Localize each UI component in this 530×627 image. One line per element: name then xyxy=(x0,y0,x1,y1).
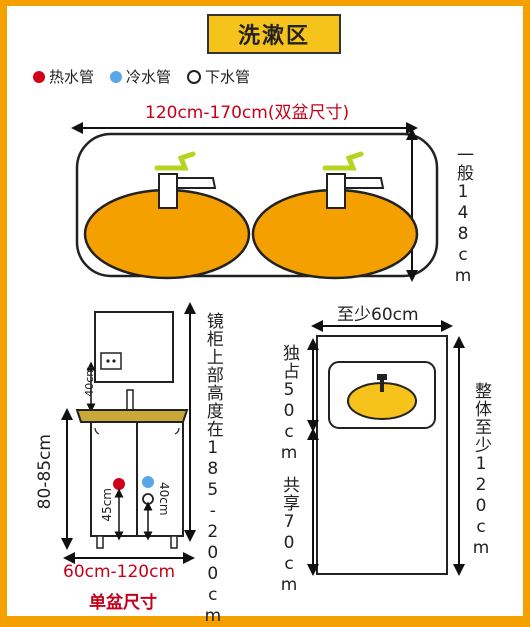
counter-height-label: 80-85cm xyxy=(35,434,55,510)
socket-icon xyxy=(100,352,122,370)
left-faucet-body xyxy=(158,173,178,209)
hot-pipe-height-label: 45cm xyxy=(100,488,114,522)
diagram-canvas: 洗漱区 热水管 冷水管 下水管 xyxy=(7,6,523,627)
drain-pipe-icon xyxy=(142,493,154,505)
socket-height-label: 40cm xyxy=(83,366,96,397)
cold-pipe-height-label: 40cm xyxy=(157,482,171,516)
legend-hot-label: 热水管 xyxy=(49,68,95,86)
single-width-label: 60cm-120cm xyxy=(63,562,176,582)
total-depth-label: 整体至少120cm xyxy=(471,382,491,559)
cold-pipe-icon xyxy=(142,476,154,488)
right-faucet-body xyxy=(326,173,346,209)
left-faucet-spout xyxy=(176,177,217,189)
plan-width-label: 至少60cm xyxy=(337,305,419,325)
pipe-legend: 热水管 冷水管 下水管 xyxy=(33,66,250,87)
hot-pipe-dot-icon xyxy=(33,70,45,83)
double-depth-label: 一般148cm xyxy=(453,146,473,287)
layout-drawings xyxy=(61,122,465,576)
hot-pipe-icon xyxy=(113,478,125,490)
right-faucet-handle xyxy=(322,151,364,171)
double-width-label: 120cm-170cm(双盆尺寸) xyxy=(145,103,350,123)
left-faucet-handle xyxy=(154,151,196,171)
section-title: 洗漱区 xyxy=(207,14,341,54)
right-faucet-spout xyxy=(344,177,385,189)
exclusive-depth-label: 独占50cm xyxy=(279,344,299,464)
single-basin-drawing xyxy=(61,302,196,564)
single-basin-caption: 单盆尺寸 xyxy=(89,593,157,613)
legend-hot-pipe: 热水管 xyxy=(33,66,94,87)
legend-cold-pipe: 冷水管 xyxy=(110,66,171,87)
legend-cold-label: 冷水管 xyxy=(126,68,172,86)
cold-pipe-dot-icon xyxy=(110,70,123,83)
drain-pipe-dot-icon xyxy=(187,69,202,84)
floor-plan-drawing xyxy=(307,320,465,576)
plan-faucet-icon xyxy=(377,374,387,392)
legend-drain-pipe: 下水管 xyxy=(187,66,250,87)
legend-drain-label: 下水管 xyxy=(205,68,251,86)
mirror-cabinet xyxy=(94,311,174,383)
double-basin-drawing xyxy=(71,122,439,282)
countertop xyxy=(75,409,189,423)
mirror-height-label: 镜柜上部高度在185-200cm xyxy=(202,312,223,627)
shared-depth-label: 共享70cm xyxy=(279,476,299,596)
single-faucet xyxy=(126,389,134,411)
